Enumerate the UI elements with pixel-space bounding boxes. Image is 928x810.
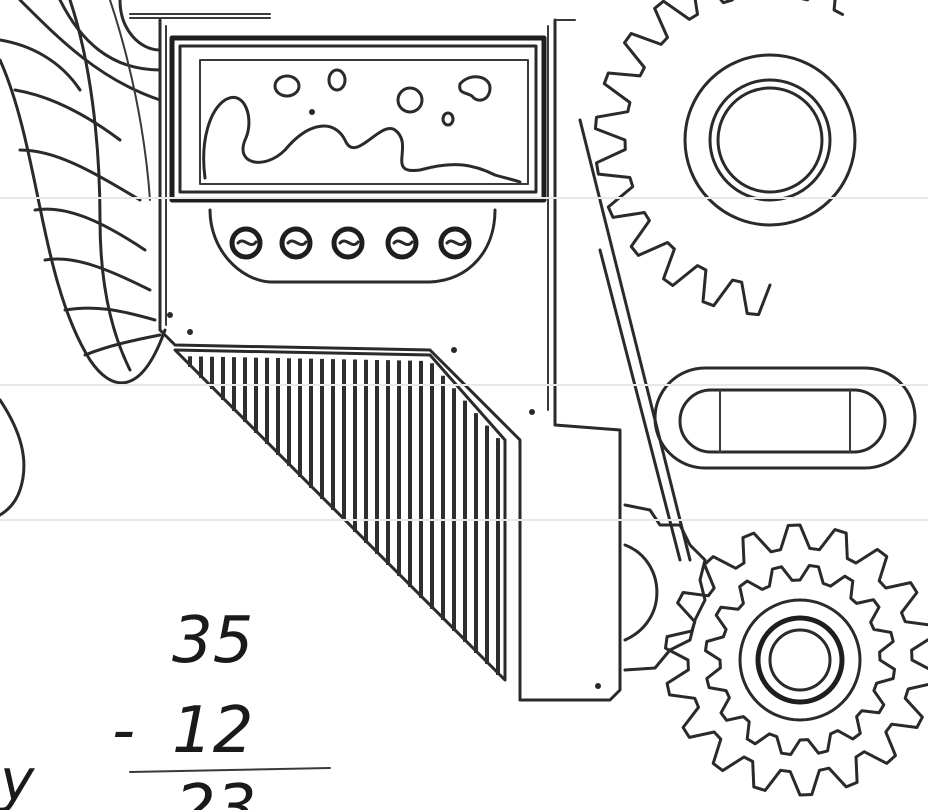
control-knob xyxy=(438,226,472,260)
control-panel xyxy=(208,208,497,284)
large-gear-top xyxy=(593,0,857,317)
capsule-slot xyxy=(653,366,917,470)
subtrahend: 12 xyxy=(172,694,253,768)
scan-artifacts xyxy=(0,197,928,521)
operator: - xyxy=(112,694,135,768)
edge-mark: y xyxy=(0,746,35,810)
answer-line xyxy=(129,767,331,773)
rivets xyxy=(167,312,601,689)
hatched-grille xyxy=(173,348,507,682)
large-gear-bottom xyxy=(664,523,928,797)
drive-belt xyxy=(578,118,692,562)
spider-web xyxy=(0,0,167,517)
liquid-window xyxy=(169,35,547,203)
control-knob xyxy=(331,226,365,260)
machine-body xyxy=(158,18,622,702)
control-knob xyxy=(385,226,419,260)
control-knob xyxy=(229,226,263,260)
answer: 23 xyxy=(175,772,256,810)
control-knob xyxy=(279,226,313,260)
minuend: 35 xyxy=(172,604,253,678)
top-frame-strip xyxy=(129,13,271,19)
subtraction-problem: 35 - 12 23 y xyxy=(0,604,331,810)
